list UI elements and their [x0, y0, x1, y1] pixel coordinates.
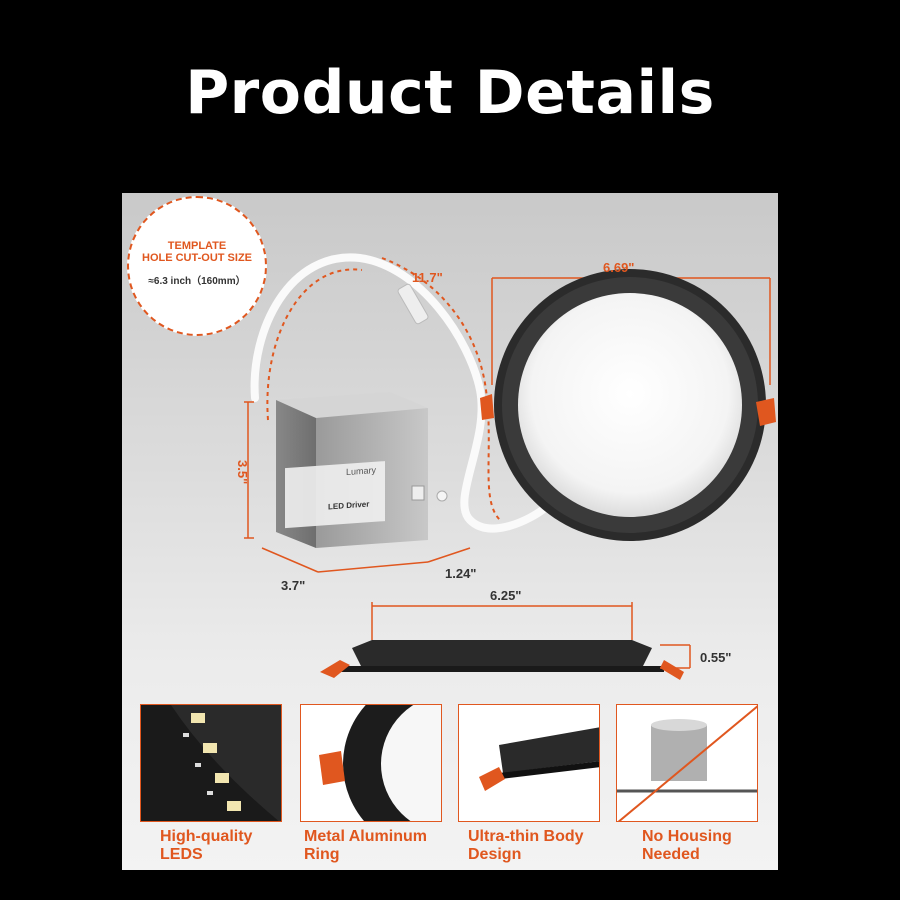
template-line3: ≈6.3 inch（160mm）: [148, 276, 246, 287]
round-light-lens: [518, 293, 742, 517]
feature-label-leds: High-quality LEDS: [160, 828, 252, 864]
feature-label-ring-line2: Ring: [304, 846, 340, 863]
spring-clip-left: [480, 394, 494, 420]
thickness-label: 0.55": [700, 650, 732, 665]
led-strip-icon: [141, 705, 281, 821]
feature-tile-leds: [140, 704, 282, 822]
feature-label-leds-line1: High-quality: [160, 828, 253, 845]
feature-label-thin: Ultra-thin Body Design: [468, 828, 584, 864]
no-housing-icon: [617, 705, 757, 821]
feature-label-no-housing: No Housing Needed: [642, 828, 732, 864]
cable: [250, 253, 549, 533]
box-depth-label: 1.24": [445, 566, 477, 581]
template-line2: HOLE CUT-OUT SIZE: [142, 252, 252, 264]
ultra-thin-icon: [459, 705, 599, 821]
feature-label-thin-line1: Ultra-thin Body: [468, 828, 584, 845]
cable-length-label: 11.7": [412, 270, 443, 285]
feature-tile-ring: [300, 704, 442, 822]
page-title: Product Details: [185, 58, 715, 128]
template-cutout-label: TEMPLATE HOLE CUT-OUT SIZE ≈6.3 inch（160…: [127, 196, 267, 336]
feature-label-no-housing-line2: Needed: [642, 846, 700, 863]
feature-label-leds-line2: LEDS: [160, 846, 203, 863]
profile-body: [352, 640, 652, 672]
feature-label-ring-line1: Metal Aluminum: [304, 828, 427, 845]
driver-brand: Lumary: [346, 464, 377, 478]
feature-label-ring: Metal Aluminum Ring: [304, 828, 427, 864]
spring-clip-right: [756, 398, 776, 426]
box-height-label: 3.5": [235, 460, 250, 485]
feature-label-no-housing-line1: No Housing: [642, 828, 732, 845]
light-diameter-label: 6.69": [603, 260, 635, 275]
template-line1: TEMPLATE: [167, 240, 227, 252]
driver-box-top: [276, 392, 428, 418]
box-width-label: 3.7": [281, 578, 306, 593]
feature-tile-no-housing: [616, 704, 758, 822]
feature-label-thin-line2: Design: [468, 846, 522, 863]
feature-tile-thin: [458, 704, 600, 822]
aluminum-ring-icon: [301, 705, 441, 821]
trim-diameter-label: 6.25": [490, 588, 522, 603]
